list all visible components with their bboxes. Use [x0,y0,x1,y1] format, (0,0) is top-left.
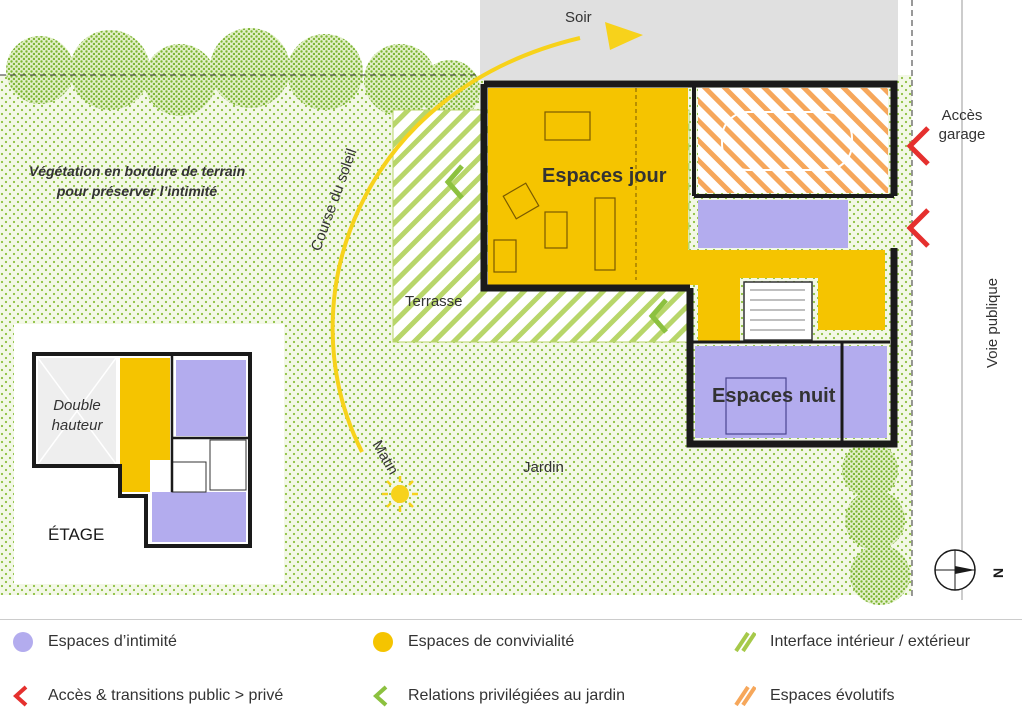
etage-chambre-1 [176,360,246,436]
north-compass-icon [934,549,976,591]
sun-icon [382,476,418,512]
stairs [743,281,813,341]
plan-svg: Soir Course du soleil Matin Végétation e… [0,0,1006,605]
jardin-label: Jardin [523,459,564,476]
vegetation-label-1: Végétation en bordure de terrain [29,163,245,179]
acces-garage-label-2: garage [939,126,986,143]
red-chevron-icon [13,685,28,707]
coffee-table [544,211,568,249]
purple-circle-icon [13,632,33,652]
legend-item-jardin: Relations privilégiées au jardin [372,685,625,707]
bench [493,239,517,273]
garage-zone [698,88,888,193]
legend-label: Accès & transitions public > privé [48,687,284,704]
etage-chambre-2 [152,492,246,542]
orange-hatch-icon [734,685,756,707]
north-label: N [990,568,1006,578]
green-chevron-icon [373,685,388,707]
legend-item-acces: Accès & transitions public > privé [12,685,283,707]
legend: Espaces d’intimité Espaces de conviviali… [0,619,1022,723]
legend-label: Espaces d’intimité [48,633,177,650]
vegetation-label-2: pour préserver l’intimité [56,183,217,199]
sun-path-arc [330,36,581,453]
espaces-nuit-label: Espaces nuit [712,385,836,407]
yellow-circle-icon [373,632,393,652]
soir-label: Soir [565,9,592,26]
espaces-jour-label: Espaces jour [542,165,667,187]
double-hauteur-label-2: hauteur [52,417,104,434]
sofa [594,197,616,271]
sun-path-arrowhead [605,22,643,50]
garden-relation-chevron-2 [648,298,668,334]
access-chevron-garage [906,126,930,166]
terrasse-label: Terrasse [405,293,463,310]
espaces-nuit-zone [695,346,887,438]
dining-table [544,111,591,141]
legend-label: Interface intérieur / extérieur [770,633,971,650]
salle-de-bain-zone [698,200,848,248]
double-hauteur-label-1: Double [53,397,101,414]
legend-label: Espaces évolutifs [770,687,895,704]
espaces-jour-zone [488,88,885,342]
legend-item-convivialite: Espaces de convivialité [372,631,574,653]
legend-label: Espaces de convivialité [408,633,575,650]
legend-item-interface: Interface intérieur / extérieur [734,631,970,653]
etage-title: ÉTAGE [48,525,104,544]
voie-publique-label: Voie publique [984,278,1001,368]
legend-item-evolutif: Espaces évolutifs [734,685,895,707]
garden-relation-chevron-1 [444,164,464,200]
etage-inset [14,324,284,584]
neighbor-area [480,0,898,80]
green-hatch-icon [734,631,756,653]
access-chevron-entry [906,208,930,248]
car-outline [721,111,853,171]
etage-convivialite-zone [120,358,170,492]
legend-item-intimite: Espaces d’intimité [12,631,177,653]
bed [725,377,787,435]
legend-label: Relations privilégiées au jardin [408,687,626,704]
armchair [502,182,540,220]
acces-garage-label-1: Accès [942,107,983,124]
house [480,80,898,448]
